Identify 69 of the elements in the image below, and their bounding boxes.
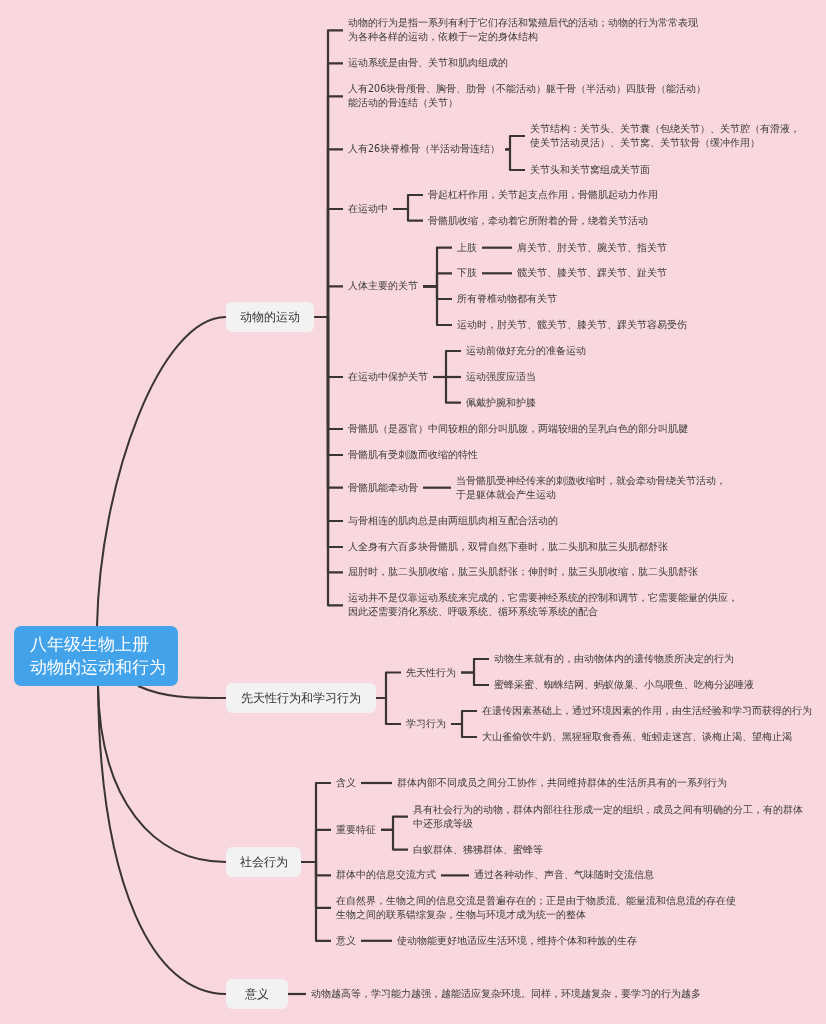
topic-text: 运动时，肘关节、髋关节、膝关节、踝关节容易受伤 (452, 318, 692, 332)
topic-text: 群体内部不同成员之间分工协作，共同维持群体的生活所具有的一系列行为 (392, 776, 732, 790)
branch-line (376, 696, 401, 726)
topic-text: 人有26块脊椎骨（半活动骨连结） (343, 142, 506, 157)
topic-text: 与骨相连的肌肉总是由两组肌肉相互配合活动的 (343, 514, 563, 528)
branch-line (423, 486, 451, 489)
topic-box: 意义 (226, 979, 288, 1009)
topic-text: 人全身有六百多块骨骼肌，双臂自然下垂时，肱二头肌和肱三头肌都舒张 (343, 540, 673, 554)
topic-text: 运动系统是由骨、关节和肌肉组成的 (343, 56, 513, 71)
branch-line (97, 685, 227, 995)
topic-text: 肩关节、肘关节、腕关节、指关节 (512, 240, 672, 255)
branch-line (441, 874, 469, 877)
topic-text: 下肢 (452, 266, 482, 281)
topic-text: 关节头和关节窝组成关节面 (525, 163, 655, 177)
topic-text: 髋关节、膝关节、踝关节、趾关节 (512, 266, 672, 281)
branch-line (361, 781, 392, 785)
branch-line (451, 722, 477, 739)
branch-line (461, 671, 489, 687)
branch-line (288, 992, 306, 996)
branch-line (482, 272, 512, 275)
branch-line (137, 685, 227, 699)
topic-text: 动物生来就有的，由动物体内的遗传物质所决定的行为 (489, 652, 739, 666)
topic-text: 动物的行为是指一系列有利于它们存活和繁殖后代的活动；动物的行为常常表现为各种各样的运动，依赖于一定的身体结构 (343, 16, 704, 45)
topic-text: 骨骼肌收缩，牵动着它所附着的骨，绕着关节活动 (423, 213, 653, 228)
topic-text: 学习行为 (401, 717, 451, 731)
branch-line (423, 285, 452, 327)
topic-text: 先天性行为 (401, 665, 461, 680)
branch-line (381, 828, 408, 851)
branch-line (433, 375, 461, 404)
topic-text: 使动物能更好地适应生活环境，维持个体和种族的生存 (392, 933, 642, 948)
topic-text: 骨骼肌能牵动骨 (343, 480, 423, 495)
topic-text: 通过各种动作、声音、气味随时交流信息 (469, 868, 659, 883)
topic-text: 骨骼肌（是器官）中间较粗的部分叫肌腹，两端较细的呈乳白色的部分叫肌腱 (343, 422, 693, 436)
topic-text: 骨骼肌有受刺激而收缩的特性 (343, 448, 483, 462)
branch-line (482, 246, 512, 249)
topic-text: 在遗传因素基础上，通过环境因素的作用，由生活经验和学习而获得的行为 (477, 704, 817, 718)
topic-text: 在运动中 (343, 202, 393, 216)
branch-line (96, 316, 227, 627)
topic-text: 动物越高等，学习能力越强，越能适应复杂环境。同样，环境越复杂，要学习的行为越多 (306, 986, 706, 1001)
topic-text: 具有社会行为的动物，群体内部往往形成一定的组织，成员之间有明确的分工，有的群体中还形成等级 (408, 802, 809, 831)
topic-text: 当骨骼肌受神经传来的刺激收缩时，就会牵动骨绕关节活动，于是躯体就会产生运动 (451, 473, 732, 502)
topic-text: 骨起杠杆作用，关节起支点作用，骨骼肌起动力作用 (423, 188, 663, 202)
topic-text: 在自然界，生物之间的信息交流是普遍存在的；正是由于物质流、能量流和信息流的存在使生物之间的联系错综复杂，生物与环境才成为统一的整体 (331, 893, 742, 922)
topic-text: 在运动中保护关节 (343, 370, 433, 384)
topic-text: 蜜蜂采蜜、蜘蛛结网、蚂蚁做巢、小鸟喂鱼、吃梅分泌唾液 (489, 678, 759, 692)
branch-line (393, 207, 423, 222)
topic-box: 动物的运动 (226, 302, 314, 332)
topic-text: 意义 (331, 933, 361, 948)
topic-text: 大山雀偷饮牛奶、黑猩猩取食香蕉、蚯蚓走迷宫、谈梅止渴、望梅止渴 (477, 730, 797, 744)
topic-text: 所有脊椎动物都有关节 (452, 292, 562, 306)
topic-text: 人有206块骨颅骨、胸骨、肋骨（不能活动）躯干骨（半活动）四肢骨（能活动）能活动的骨连结（关节） (343, 82, 712, 111)
topic-text: 含义 (331, 776, 361, 790)
topic-text: 关节结构：关节头、关节囊（包绕关节）、关节腔（有滑液，使关节活动灵活）、关节窝、关节软骨（缓冲作用） (525, 122, 806, 150)
topic-text: 屈肘时，肱二头肌收缩，肱三头肌舒张；伸肘时，肱三头肌收缩，肱二头肌舒张 (343, 565, 703, 580)
branch-line (361, 939, 392, 942)
branch-line (301, 860, 331, 942)
topic-box: 先天性行为和学习行为 (226, 683, 376, 713)
branch-line (505, 148, 525, 172)
topic-text: 重要特征 (331, 822, 381, 837)
central-topic-box: 八年级生物上册 动物的运动和行为 (14, 626, 178, 686)
topic-text: 上肢 (452, 240, 482, 255)
topic-text: 群体中的信息交流方式 (331, 868, 441, 883)
topic-box: 社会行为 (226, 847, 301, 877)
topic-text: 白蚁群体、狒狒群体、蜜蜂等 (408, 842, 548, 857)
topic-text: 人体主要的关节 (343, 279, 423, 294)
topic-text: 运动并不是仅靠运动系统来完成的，它需要神经系统的控制和调节，它需要能量的供应，因此还需要消化系统、呼吸系统、循环系统等系统的配合 (343, 591, 744, 620)
topic-text: 运动强度应适当 (461, 370, 541, 384)
topic-text: 运动前做好充分的准备运动 (461, 344, 591, 358)
topic-text: 佩戴护腕和护膝 (461, 395, 541, 410)
